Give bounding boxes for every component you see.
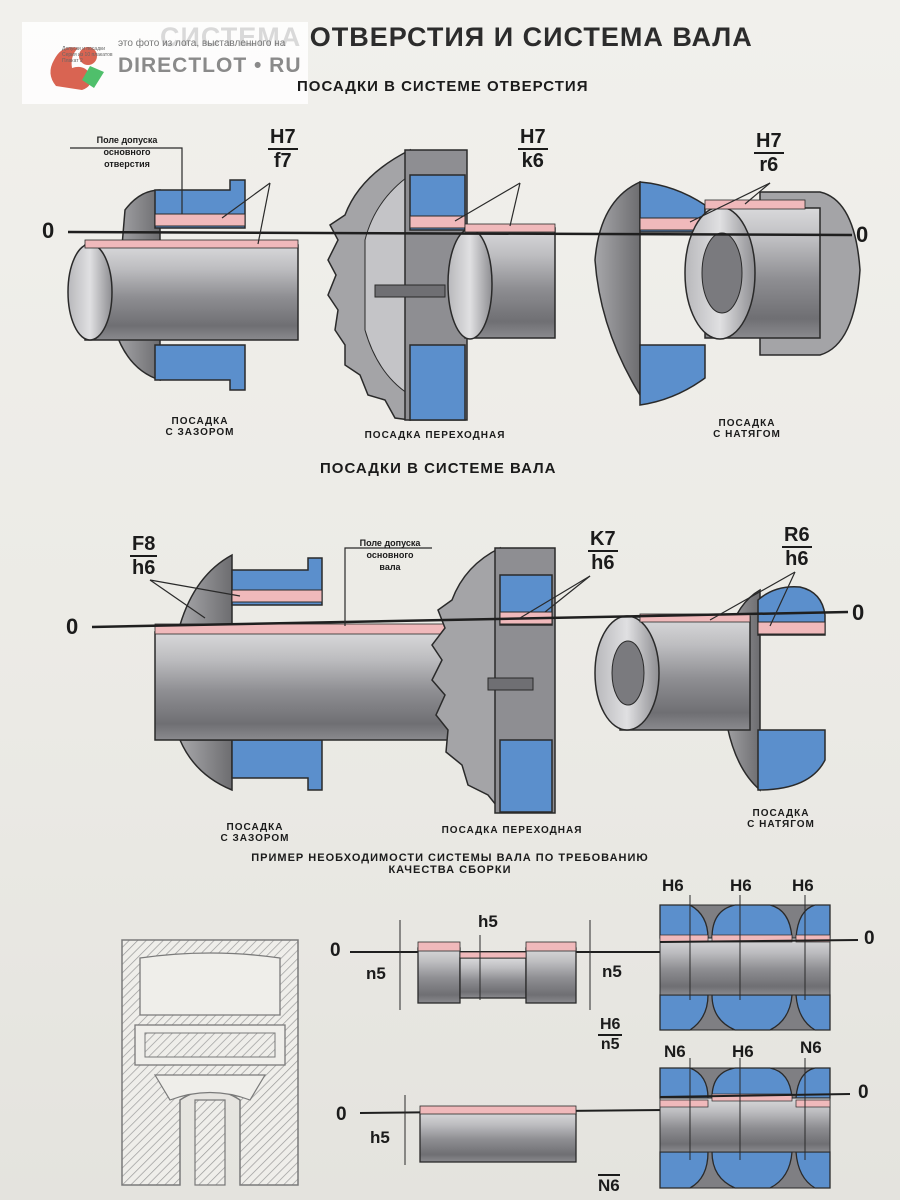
- watermark-panel: Допуски и посадки Серия из 10 плакатов П…: [22, 22, 308, 104]
- s2-c-housing-lower: [178, 739, 233, 792]
- s2-i-housing-bottom: [757, 729, 826, 791]
- s3-label-H6-3: H6: [792, 876, 814, 895]
- s3-label-h5-lower: h5: [370, 1128, 390, 1147]
- s1-c-hole-tolerance: [154, 213, 246, 227]
- s1-zero-left: 0: [42, 218, 55, 243]
- s1-t-shaft-end: [447, 228, 493, 340]
- s3-label-N6-1: N6: [664, 1042, 686, 1061]
- s3-label-H6-1: H6: [662, 876, 684, 895]
- squirrel-logo-icon: [50, 47, 104, 90]
- s1-c-housing-bottom: [154, 344, 246, 391]
- section1-heading: ПОСАДКИ В СИСТЕМЕ ОТВЕРСТИЯ: [297, 78, 589, 95]
- s1-t-keyway: [374, 284, 446, 298]
- s3-shaft-upper: [350, 920, 665, 1010]
- s3-zero-lower-right: 0: [858, 1082, 869, 1103]
- s1-zero-right: 0: [856, 222, 869, 247]
- s2-c-shaft: [154, 631, 486, 741]
- s2-clearance-fit: [154, 553, 486, 792]
- s1-caption-transition: ПОСАДКА ПЕРЕХОДНАЯ: [364, 430, 506, 441]
- s1-interference-fit: [594, 180, 861, 406]
- s2-t-housing-bottom: [499, 739, 553, 813]
- s1-i-ring-bore: [701, 232, 743, 314]
- s3-zero-upper-right: 0: [864, 928, 875, 949]
- s1-tolerance-note: Поле допуска основного отверстия: [96, 135, 158, 169]
- s1-i-housing: [594, 180, 641, 398]
- s2-zero-line: [91, 610, 849, 629]
- s1-leaders: [70, 147, 771, 245]
- s1-c-shaft: [84, 244, 299, 341]
- s3-label-n5-right: n5: [602, 962, 622, 981]
- s3-shaft-lower: [359, 1095, 666, 1165]
- s2-c-housing-bottom: [231, 739, 323, 791]
- s2-tolerance-note: Поле допуска основного вала: [359, 538, 421, 572]
- s1-t-housing-bottom: [409, 344, 466, 421]
- s1-t-gear: [327, 148, 411, 421]
- s3-label-N6-bottom: N6: [598, 1174, 620, 1195]
- s2-i-bushing-bore: [611, 640, 645, 706]
- s1-i-shaft-tolerance: [704, 199, 806, 210]
- s3-zero-line-lower-right: [659, 1093, 851, 1098]
- watermark-photo-note: это фото из лота, выставленного на: [118, 38, 286, 49]
- s2-t-keyway: [487, 677, 534, 691]
- section3-heading: ПРИМЕР НЕОБХОДИМОСТИ СИСТЕМЫ ВАЛА ПО ТРЕ…: [251, 852, 649, 876]
- watermark-brand: DIRECTLOT • RU: [118, 54, 302, 77]
- s3-label-N6-2: N6: [800, 1038, 822, 1057]
- s1-clearance-fit: [67, 179, 299, 391]
- s3-label-h5-upper: h5: [478, 912, 498, 931]
- s1-c-shaft-end: [67, 243, 113, 341]
- s3-assembly-upper: [659, 895, 831, 1031]
- s3-zero-lower-left: 0: [336, 1104, 347, 1125]
- s1-zero-line: [67, 230, 853, 237]
- s2-zero-right: 0: [852, 600, 865, 625]
- s3-label-H6-2: H6: [730, 876, 752, 895]
- s3-assembly-lower: [659, 1058, 831, 1189]
- s1-t-hole-tolerance: [409, 215, 466, 229]
- s3-zero-upper-left: 0: [330, 940, 341, 961]
- watermark-tiny-lines: Допуски и посадки Серия из 10 плакатов П…: [62, 46, 113, 64]
- s2-i-hole-tolerance: [757, 621, 826, 635]
- s2-leaders: [149, 547, 796, 627]
- s1-transition-fit: [327, 148, 556, 421]
- s1-c-shaft-tolerance: [84, 239, 299, 249]
- s3-label-n5-left: n5: [366, 964, 386, 983]
- s2-zero-left: 0: [66, 614, 79, 639]
- s2-c-hole-tolerance: [231, 589, 323, 603]
- s2-transition-fit: [431, 546, 556, 814]
- s3-zero-line-upper-right: [659, 939, 859, 943]
- s3-piston-section: [121, 939, 299, 1186]
- s2-interference-fit: [594, 586, 826, 792]
- s2-caption-transition: ПОСАДКА ПЕРЕХОДНАЯ: [441, 825, 583, 836]
- s3-label-H6-lower: H6: [732, 1042, 754, 1061]
- s1-i-housing-bottom: [639, 344, 706, 406]
- section2-heading: ПОСАДКИ В СИСТЕМЕ ВАЛА: [320, 460, 557, 477]
